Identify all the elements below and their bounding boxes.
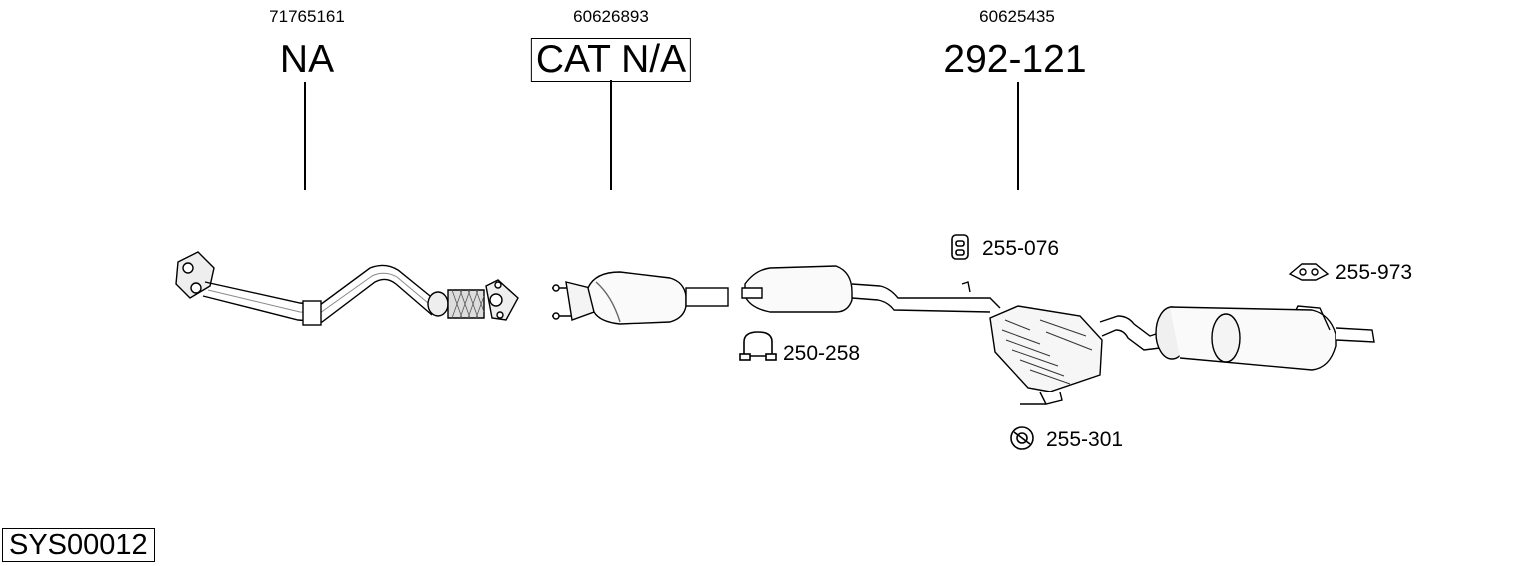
accessory-label-hanger: 255-076 [982, 237, 1060, 260]
front-pipe-drawing [175, 251, 519, 326]
oem-number-silencer: 60625435 [979, 7, 1055, 26]
rubber-ring-icon [1010, 426, 1034, 450]
catalytic-converter-drawing [552, 271, 729, 325]
accessory-label-clamp: 250-258 [783, 342, 861, 365]
silencer-drawing [741, 265, 1375, 405]
mounting-strap-icon [1288, 263, 1330, 281]
oem-number-front-pipe: 71765161 [269, 7, 345, 26]
part-number-catalyst: CAT N/A [530, 38, 692, 82]
system-code: SYS00012 [2, 528, 155, 562]
clamp-icon [739, 331, 777, 361]
rubber-hanger-icon [951, 234, 969, 260]
part-number-silencer: 292-121 [943, 38, 1087, 81]
oem-number-catalyst: 60626893 [573, 7, 649, 26]
accessory-label-ring: 255-301 [1046, 428, 1124, 451]
accessory-label-strap: 255-973 [1335, 261, 1413, 284]
part-number-front-pipe: NA [279, 38, 335, 81]
